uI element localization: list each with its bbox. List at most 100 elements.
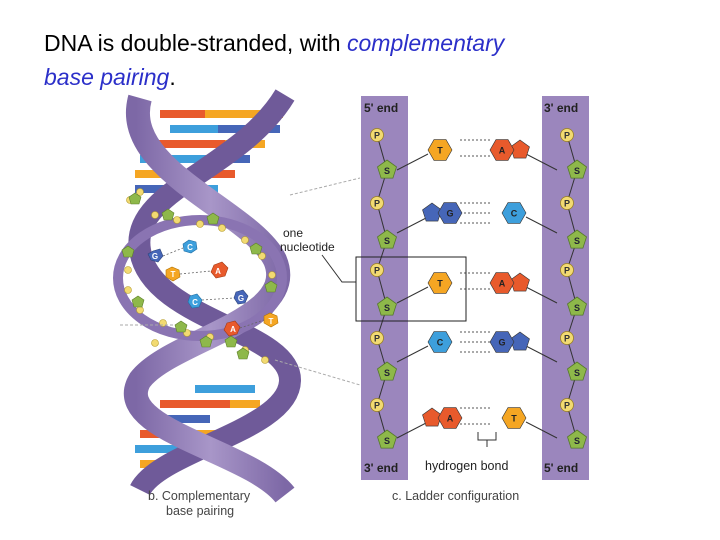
glycosidic-bond — [525, 216, 558, 234]
helix-base-label: T — [269, 317, 274, 326]
base-ring — [510, 331, 530, 351]
phosphate-label: P — [374, 199, 380, 209]
left-bottom-end: 3' end — [364, 461, 398, 475]
sugar-pentagon — [567, 296, 587, 316]
nucleotide-box — [355, 256, 467, 322]
phosphate-label: P — [564, 334, 570, 344]
ladder: 5' end 3' end 3' end 5' end P S P S P S P S P S P… — [355, 96, 589, 503]
helix-base-t2: T — [263, 312, 279, 328]
phosphate-label: P — [374, 131, 380, 141]
base-letter: C — [511, 209, 518, 219]
left-top-end: 5' end — [364, 101, 398, 115]
title-trail: . — [169, 64, 176, 90]
base-letter: C — [437, 338, 444, 348]
sugar-pentagon — [567, 229, 587, 249]
glycosidic-bond — [396, 286, 429, 304]
sugar-label: S — [574, 303, 580, 313]
base-ring — [437, 407, 463, 429]
helix-base-t1: T — [165, 266, 181, 282]
right-bottom-end: 5' end — [544, 461, 578, 475]
caption-b-line1: b. Complementary — [148, 489, 251, 503]
base-ring — [489, 331, 515, 353]
helix-base-label: A — [230, 325, 236, 334]
helix-base-a2: A — [223, 320, 241, 337]
helix-base-a1: A — [210, 261, 229, 279]
title-highlight-1: complementary — [347, 30, 505, 56]
phosphate-circle — [560, 331, 574, 345]
sugar-label: S — [384, 303, 390, 313]
helix-base-label: G — [238, 294, 244, 303]
base-ring — [422, 407, 442, 427]
title-highlight-2: base pairing — [44, 64, 170, 90]
sugar-pentagon — [567, 159, 587, 179]
phosphate-circle — [370, 196, 384, 210]
phosphate-label: P — [374, 266, 380, 276]
sugar-label: S — [574, 236, 580, 246]
phosphate-label: P — [564, 266, 570, 276]
sugar-pentagon — [377, 159, 397, 179]
base-letter: A — [499, 279, 506, 289]
label-nucleotide: nucleotide — [280, 240, 335, 254]
phosphate-label: P — [564, 199, 570, 209]
glycosidic-bond — [525, 286, 558, 304]
phosphate-circle — [560, 128, 574, 142]
double-helix: G C T A C G A — [113, 89, 302, 504]
sugar-label: S — [384, 236, 390, 246]
phosphate-circle — [370, 331, 384, 345]
base-letter: A — [447, 414, 454, 424]
guide-lines — [120, 177, 361, 386]
backbone-link — [566, 134, 578, 441]
helix-base-label: T — [171, 270, 176, 279]
hydrogen-bond-bracket — [477, 432, 497, 447]
phosphate-circle — [370, 263, 384, 277]
sugar-label: S — [574, 436, 580, 446]
caption-b-line2: base pairing — [166, 504, 234, 518]
sugar-label: S — [574, 166, 580, 176]
phosphate-circle — [560, 196, 574, 210]
helix-sugar-pentagons — [121, 192, 278, 360]
sugar-pentagon — [377, 229, 397, 249]
helix-base-label: A — [215, 267, 221, 276]
base-letter: T — [437, 279, 443, 289]
nucleotide-pointer — [321, 254, 356, 283]
sugar-pentagon — [377, 361, 397, 381]
base-ring — [510, 139, 530, 159]
title-lead: DNA is double-stranded, with — [44, 30, 347, 56]
base-ring — [422, 202, 442, 222]
glycosidic-bond — [396, 345, 429, 363]
phosphate-circle — [370, 128, 384, 142]
sugar-pentagon — [567, 429, 587, 449]
helix-base-g1: G — [147, 248, 164, 263]
slide-title: DNA is double-stranded, with complementa… — [44, 26, 684, 94]
glycosidic-bond — [525, 421, 558, 439]
right-top-end: 3' end — [544, 101, 578, 115]
sugar-label: S — [384, 368, 390, 378]
phosphate-label: P — [564, 401, 570, 411]
base-ring — [501, 202, 527, 224]
helix-base-label: G — [152, 252, 158, 261]
base-letter: T — [437, 146, 443, 156]
base-ring — [489, 139, 515, 161]
ladder-left-strand — [361, 96, 408, 480]
backbone-link — [376, 134, 388, 441]
sugar-pentagon — [377, 296, 397, 316]
base-ring — [427, 139, 453, 161]
glycosidic-bond — [525, 345, 558, 363]
base-ring — [427, 331, 453, 353]
helix-base-c1: C — [182, 239, 198, 254]
helix-base-label: C — [192, 298, 198, 307]
glycosidic-bond — [396, 421, 429, 439]
sugar-pentagon — [377, 429, 397, 449]
base-ring — [489, 272, 515, 294]
helix-bases: G C T A C G A — [147, 239, 279, 337]
base-ring — [510, 272, 530, 292]
base-ring — [437, 202, 463, 224]
phosphate-circle — [560, 398, 574, 412]
